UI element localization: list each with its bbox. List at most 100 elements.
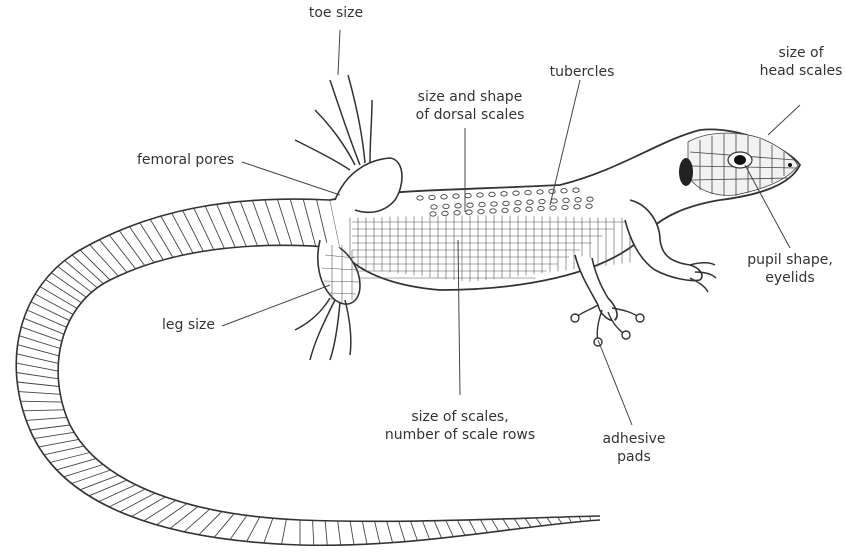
tubercle-dot (502, 208, 508, 212)
tail-ring-line (51, 273, 86, 298)
tubercle-dot (491, 202, 497, 206)
tail-ring-line (19, 392, 61, 395)
tail-ring-line (350, 521, 354, 545)
tubercle-dot (466, 210, 472, 214)
tail-ring-line (205, 206, 224, 248)
tubercle-dot (527, 200, 533, 204)
tubercle-dot (575, 198, 581, 202)
label-adhesive-pads-line2: pads (596, 448, 672, 466)
tail-ring-line (247, 517, 260, 542)
label-size-of-head-scales: size of head scales (758, 44, 844, 80)
hind-leg-upper-toes (295, 75, 372, 170)
tail-ring-line (411, 521, 418, 541)
tubercle-dot (442, 211, 448, 215)
tail-ring-line (423, 521, 430, 539)
tail-ring-line (161, 216, 183, 255)
tubercle-dot (525, 190, 531, 194)
tubercle-dot (490, 209, 496, 213)
tail-ring-line (525, 518, 531, 527)
tail-ring-line (30, 425, 70, 430)
tail-ring-line (157, 504, 187, 525)
tubercle-dot (489, 192, 495, 196)
leader-head-scales (768, 105, 800, 135)
tail-ring-line (514, 519, 520, 529)
tubercle-dot (514, 208, 520, 212)
hind-leg-lower-toes (295, 298, 351, 360)
tubercle-dot (454, 211, 460, 215)
tail-ring-line (325, 521, 327, 546)
tail-ring-line (89, 480, 127, 496)
tail-ring-line (183, 211, 204, 252)
tail-ring-line (109, 489, 145, 507)
tubercle-dot (501, 192, 507, 196)
tail-ring-line (338, 521, 341, 545)
tail-ring-line (362, 521, 367, 544)
tubercle-dot (477, 193, 483, 197)
label-adhesive-pads: adhesive pads (596, 430, 672, 466)
tail-ring-line (99, 240, 127, 273)
label-leg-size: leg size (162, 316, 215, 334)
label-tubercles: tubercles (542, 63, 622, 81)
tail-ring-line (230, 515, 247, 539)
tail-ring-line (277, 199, 292, 245)
tubercle-dot (573, 188, 579, 192)
tail-ring-line (16, 373, 58, 379)
tail-ring-line (23, 410, 64, 411)
tail-ring-line (492, 519, 499, 531)
tail-ring-line (199, 512, 222, 535)
label-size-of-scales: size of scales, number of scale rows (370, 408, 550, 444)
tubercle-dot (549, 189, 555, 193)
label-head-scales-line2: head scales (758, 62, 844, 80)
label-pupil-line1: pupil shape, (742, 251, 838, 269)
tail-ring-line (399, 521, 405, 541)
tail-ring-line (140, 223, 164, 260)
label-toe-size: toe size (300, 4, 372, 22)
tail-ring-line (129, 227, 154, 263)
tail-ring-line (184, 509, 210, 532)
tail-ring-line (303, 199, 316, 246)
tail-ring-line (568, 517, 571, 523)
label-size-of-scales-line1: size of scales, (370, 408, 550, 426)
ear-opening (679, 158, 693, 186)
tubercle-dot (430, 212, 436, 216)
tubercle-dot (441, 195, 447, 199)
leader-femoral-pores (242, 162, 340, 195)
tail-ring-line (17, 382, 59, 387)
tubercle-dot (515, 201, 521, 205)
tail-ring-line (39, 439, 79, 447)
tail-ring-line (72, 470, 111, 484)
leader-adhesive-pads (598, 340, 632, 425)
tail-ring-line (480, 520, 487, 533)
tail-ring-line (26, 417, 67, 420)
tubercle-dot (417, 196, 423, 200)
tail-ring-line (119, 231, 145, 266)
tail-ring-line (446, 521, 454, 537)
tubercle-dot (467, 203, 473, 207)
label-tubercles-text: tubercles (542, 63, 622, 81)
tail-ring-line (387, 521, 393, 542)
tubercle-dot (503, 201, 509, 205)
tail-ring-line (194, 208, 214, 250)
label-leg-size-text: leg size (162, 316, 215, 334)
tubercle-dot (587, 197, 593, 201)
tubercle-dot (562, 205, 568, 209)
label-pupil-shape: pupil shape, eyelids (742, 251, 838, 287)
tubercle-dot (539, 199, 545, 203)
leader-toe-size (338, 30, 340, 75)
label-femoral-pores: femoral pores (137, 151, 234, 169)
tubercle-dot (550, 206, 556, 210)
tail-ring-line (35, 294, 73, 314)
tail-ring-line (536, 518, 541, 526)
tail-ring-line (558, 517, 562, 523)
label-toe-size-text: toe size (300, 4, 372, 22)
nostril (788, 163, 792, 167)
tail-ring-line (265, 200, 281, 246)
tail-ring-line (217, 204, 236, 247)
tail-ring-line (31, 302, 70, 321)
tail-ring-line (120, 493, 155, 512)
label-dorsal-scales-line2: of dorsal scales (405, 106, 535, 124)
tubercle-dot (561, 189, 567, 193)
tail-ring-line (434, 521, 441, 538)
tail-ring-line (45, 280, 81, 303)
tail-ring-line (469, 520, 476, 534)
